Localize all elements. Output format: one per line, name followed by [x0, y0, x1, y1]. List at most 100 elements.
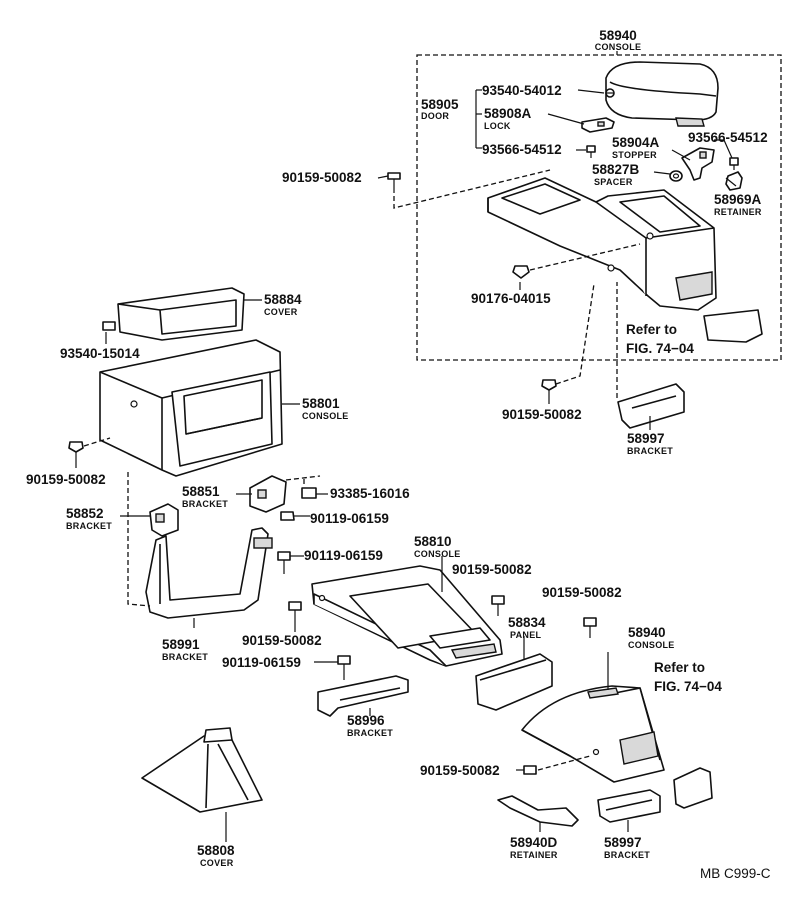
label-90119-06159-a: 90119-06159 [310, 511, 389, 526]
label-90159-50082-d: 90159-50082 [452, 562, 532, 577]
lock-58908A-part [581, 117, 615, 133]
part-number: 93566-54512 [482, 142, 562, 157]
part-number: 58851 [182, 484, 220, 499]
part-number: 93385-16016 [330, 486, 410, 501]
part-name: LOCK [484, 121, 511, 131]
part-name: SPACER [594, 177, 633, 187]
bracket-58852-part [149, 503, 179, 537]
part-number: 93566-54512 [688, 130, 768, 145]
label-58884: 58884 COVER [264, 292, 302, 317]
part-name: BRACKET [162, 652, 208, 662]
refer-text-line2: FIG. 74−04 [626, 341, 694, 356]
dash-bolt-g [537, 755, 591, 771]
part-number: 93540-15014 [60, 346, 140, 361]
label-90159-50082-e: 90159-50082 [242, 633, 322, 648]
bracket-58996-part [317, 675, 409, 717]
refer-text-line1: Refer to [626, 322, 677, 337]
assembly-boundary-58940 [416, 54, 782, 361]
part-name: RETAINER [510, 850, 558, 860]
cover-58884-part [117, 287, 245, 341]
label-58851: 58851 BRACKET [182, 484, 228, 509]
part-name: COVER [264, 307, 298, 317]
part-name: PANEL [510, 630, 542, 640]
dash-bolt-c [555, 283, 595, 385]
diagram-code: MB C999-C [700, 866, 771, 881]
stopper-58904A-part [681, 147, 715, 181]
part-name: BRACKET [66, 521, 112, 531]
trim-insert-bottom-part [673, 767, 713, 809]
label-58997-top: 58997 BRACKET [627, 431, 673, 456]
leader-lines [75, 89, 737, 832]
part-number: 58852 [66, 506, 104, 521]
part-number: 90159-50082 [502, 407, 582, 422]
label-refer-top: Refer to FIG. 74−04 [626, 322, 694, 356]
label-58908A: 58908A LOCK [484, 106, 532, 131]
part-name: BRACKET [347, 728, 393, 738]
part-name: CONSOLE [595, 42, 642, 52]
part-number: 58997 [604, 835, 642, 850]
label-90159-50082-f: 90159-50082 [542, 585, 622, 600]
label-58905: 58905 DOOR [421, 97, 459, 121]
part-number: 90176-04015 [471, 291, 551, 306]
screw-93385-16016 [301, 487, 317, 499]
bracket-58991-part [145, 527, 273, 619]
dash-bolt-a-to-console [393, 169, 551, 209]
label-90119-06159-b: 90119-06159 [304, 548, 383, 563]
part-number: 90159-50082 [542, 585, 622, 600]
console-58810-part [311, 565, 503, 667]
screw-93566-54512-right [729, 157, 739, 170]
label-refer-bottom: Refer to FIG. 74−04 [654, 660, 722, 694]
label-58940D: 58940D RETAINER [510, 835, 558, 860]
part-number: 58997 [627, 431, 665, 446]
part-number: 58801 [302, 396, 340, 411]
part-name: BRACKET [182, 499, 228, 509]
part-number: 90119-06159 [222, 655, 301, 670]
label-93540-54012: 93540-54012 [482, 83, 562, 98]
part-number: 58940 [599, 28, 637, 43]
label-58810: 58810 CONSOLE [414, 534, 461, 559]
rear-console-body-part [487, 177, 717, 311]
bolt-90119-06159-b [277, 551, 291, 574]
part-number: 90159-50082 [420, 763, 500, 778]
bolt-90159-50082-d [491, 595, 505, 616]
label-58808: 58808 COVER [197, 843, 235, 868]
label-90159-50082-c: 90159-50082 [502, 407, 582, 422]
label-90176-04015: 90176-04015 [471, 291, 551, 306]
dash-bolt-b [83, 437, 111, 447]
bolt-90159-50082-a [387, 172, 401, 193]
retainer-58940D-part [497, 795, 579, 827]
refer-text-line2: FIG. 74−04 [654, 679, 722, 694]
label-58991: 58991 BRACKET [162, 637, 208, 662]
part-number: 93540-54012 [482, 83, 562, 98]
part-number: 90159-50082 [282, 170, 362, 185]
part-name: CONSOLE [302, 411, 349, 421]
part-name: RETAINER [714, 207, 762, 217]
screw-93540-54012 [605, 88, 615, 98]
part-number: 58834 [508, 615, 546, 630]
trim-insert-top-part [703, 309, 763, 343]
part-number: 58808 [197, 843, 235, 858]
panel-58834-part [475, 653, 553, 711]
part-number: 58991 [162, 637, 200, 652]
label-93540-15014: 93540-15014 [60, 346, 140, 361]
armrest-lid-part [605, 61, 719, 127]
bolt-90159-50082-g [523, 765, 537, 775]
label-93566-54512-a: 93566-54512 [482, 142, 562, 157]
part-name: CONSOLE [628, 640, 675, 650]
part-number: 58908A [484, 106, 532, 121]
part-name: CONSOLE [414, 549, 461, 559]
label-93385-16016: 93385-16016 [330, 486, 410, 501]
part-number: 58996 [347, 713, 385, 728]
part-number: 58969A [714, 192, 762, 207]
part-name: BRACKET [604, 850, 650, 860]
part-number: 58884 [264, 292, 302, 307]
label-58852: 58852 BRACKET [66, 506, 112, 531]
label-58969A: 58969A RETAINER [714, 192, 762, 217]
part-number: 90159-50082 [26, 472, 106, 487]
label-93566-54512-b: 93566-54512 [688, 130, 768, 145]
label-90159-50082-b: 90159-50082 [26, 472, 106, 487]
label-58940-top: 58940 CONSOLE [595, 28, 642, 52]
bolt-90159-50082-c [541, 379, 557, 391]
bracket-58851-part [249, 475, 287, 513]
label-58904A: 58904A STOPPER [612, 135, 660, 160]
